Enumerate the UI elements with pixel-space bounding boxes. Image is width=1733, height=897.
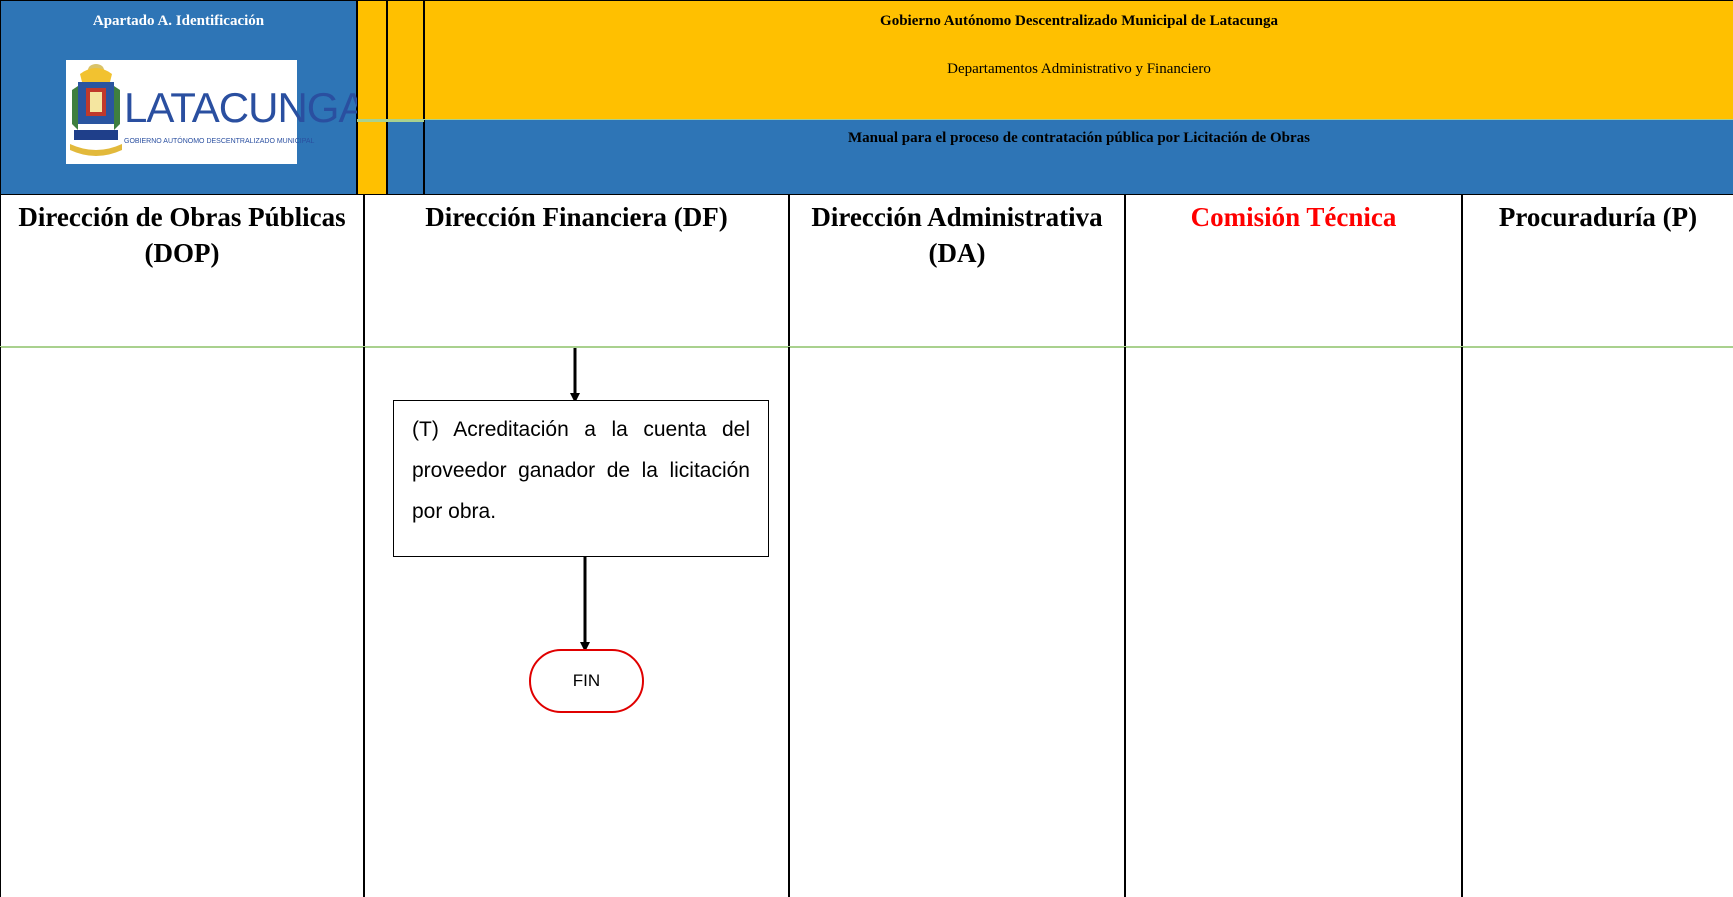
department-name: Departamentos Administrativo y Financier… [947, 61, 1211, 77]
header-manual-cell: Manual para el proceso de contratación p… [424, 120, 1733, 195]
lane-title: Comisión Técnica [1190, 202, 1397, 232]
lane-body-comision [1125, 347, 1462, 897]
section-label: Apartado A. Identificación [92, 13, 265, 29]
task-acreditacion: (T) Acreditación a la cuenta del proveed… [393, 400, 769, 557]
lane-header-comision: Comisión Técnica [1125, 195, 1462, 347]
coat-of-arms-icon [70, 64, 122, 156]
lane-header-procuraduria: Procuraduría (P) [1462, 195, 1733, 347]
lane-title: Dirección de Obras Públicas (DOP) [18, 202, 346, 268]
end-node: FIN [529, 649, 644, 713]
task-text: (T) Acreditación a la cuenta del proveed… [412, 418, 750, 523]
manual-title: Manual para el proceso de contratación p… [848, 130, 1310, 146]
header-strip-yellow [357, 0, 387, 195]
lane-header-df: Dirección Financiera (DF) [364, 195, 789, 347]
logo-text: LATACUNGA [124, 84, 366, 131]
lane-title: Dirección Financiera (DF) [425, 202, 728, 232]
lane-header-da: Dirección Administrativa (DA) [789, 195, 1125, 347]
lane-body-da [789, 347, 1125, 897]
lane-title: Procuraduría (P) [1498, 202, 1698, 232]
lane-title: Dirección Administrativa (DA) [811, 202, 1103, 268]
header-strip-yellow-2 [387, 0, 424, 121]
logo-subtext: GOBIERNO AUTÓNOMO DESCENTRALIZADO MUNICI… [124, 138, 315, 145]
end-label: FIN [572, 671, 601, 690]
lane-body-dop [0, 347, 364, 897]
lane-body-procuraduria [1462, 347, 1733, 897]
organization-name: Gobierno Autónomo Descentralizado Munici… [880, 13, 1278, 29]
header-strip-blue [387, 120, 424, 195]
lane-divider [0, 346, 1733, 348]
lane-header-dop: Dirección de Obras Públicas (DOP) [0, 195, 364, 347]
latacunga-logo: LATACUNGA GOBIERNO AUTÓNOMO DESCENTRALIZ… [66, 60, 366, 164]
lane-body-df [364, 347, 789, 897]
header-organization-cell: Gobierno Autónomo Descentralizado Munici… [424, 0, 1733, 120]
